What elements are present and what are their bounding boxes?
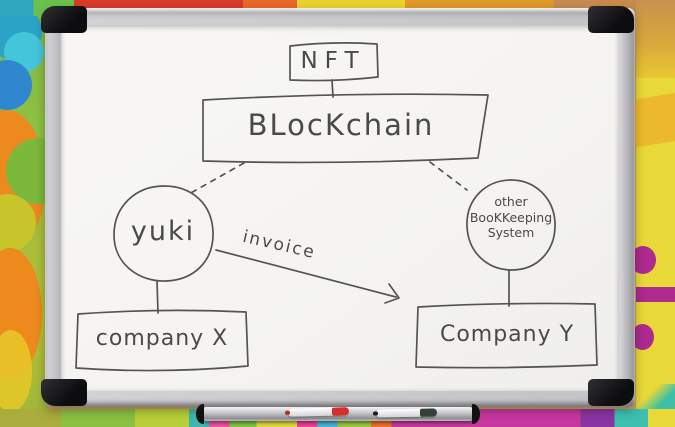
marker-dark-tip — [372, 411, 379, 416]
yuki-node-label: yuki — [130, 216, 196, 247]
marker-red-tip — [284, 410, 291, 415]
marker-red-cap — [284, 407, 350, 417]
other-system-line3: System — [487, 225, 535, 241]
marker-dark-cap — [372, 408, 438, 418]
tray-end-cap-right — [472, 404, 480, 424]
bg-magenta-circle-lower — [631, 324, 654, 350]
tray-end-cap-left — [196, 404, 204, 424]
other-system-node-label: other BooKKeeping System — [464, 194, 558, 241]
marker-dark-cap-end — [419, 408, 438, 417]
blockchain-node-label: BLocKchain — [247, 108, 435, 142]
other-system-line2: BooKKeeping — [469, 209, 553, 225]
marker-red-cap-end — [331, 407, 350, 416]
company-y-node-label: Company Y — [439, 322, 575, 347]
corner-bracket-bottom-left — [41, 379, 87, 406]
bg-right-orange-band — [634, 92, 675, 148]
bg-magenta-bar — [636, 287, 675, 302]
corner-bracket-bottom-right — [588, 379, 634, 406]
corner-bracket-top-left — [41, 6, 87, 33]
nft-node-label: NFT — [300, 48, 366, 74]
bg-right-top-tan — [636, 0, 675, 78]
company-x-node-label: company X — [95, 326, 229, 351]
other-system-line1: other — [494, 194, 528, 209]
corner-bracket-top-right — [588, 6, 634, 33]
